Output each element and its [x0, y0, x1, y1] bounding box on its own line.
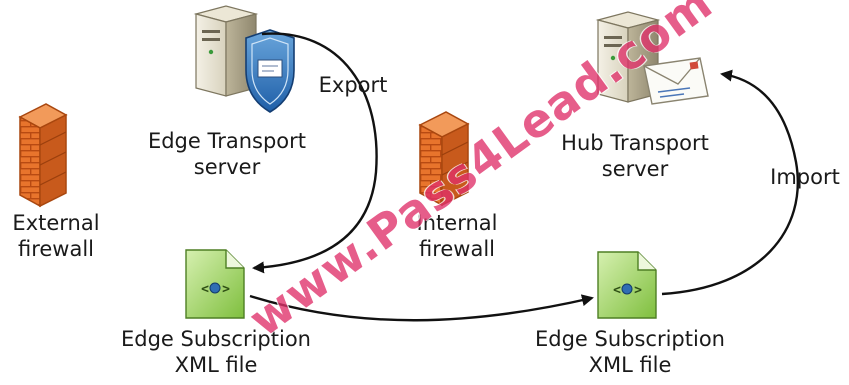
internal-firewall-label-line1: Internal: [416, 211, 498, 235]
import-arrow: [661, 69, 799, 296]
xml-file-right-label-line2: XML file: [588, 353, 672, 377]
internal-firewall-icon: [418, 111, 470, 207]
xml-file-left-label-line1: Edge Subscription: [120, 327, 311, 351]
export-arrow: [252, 32, 378, 274]
xml-file-left-label-line2: XML file: [174, 353, 258, 377]
hub-transport-label: Hub Transport server: [550, 130, 720, 182]
certificate-shield-icon: [245, 29, 295, 113]
internal-firewall-label: Internal firewall: [398, 210, 516, 262]
envelope-icon: [643, 57, 709, 105]
import-label: Import: [762, 164, 848, 190]
hub-transport-label-line2: server: [601, 157, 669, 181]
svg-text:>: >: [222, 282, 230, 297]
xml-file-right-label-line1: Edge Subscription: [534, 327, 725, 351]
external-firewall-label-line1: External: [12, 211, 100, 235]
svg-text:>: >: [634, 283, 642, 298]
external-firewall-label: External firewall: [0, 210, 112, 262]
edge-transport-label-line2: server: [193, 155, 261, 179]
xml-file-left-label: Edge Subscription XML file: [108, 326, 324, 378]
external-firewall-label-line2: firewall: [17, 237, 95, 261]
xml-file-icon-left: < < >: [185, 249, 245, 319]
edge-transport-label-line1: Edge Transport: [147, 129, 307, 153]
svg-text:<: <: [201, 282, 209, 297]
xml-file-icon-right: < >: [597, 251, 657, 319]
internal-firewall-label-line2: firewall: [418, 237, 496, 261]
export-label-text: Export: [318, 73, 388, 97]
hub-transport-label-line1: Hub Transport: [561, 131, 709, 155]
export-label: Export: [308, 72, 398, 98]
external-firewall-icon: [18, 103, 68, 208]
import-label-text: Import: [770, 165, 840, 189]
edge-transport-label: Edge Transport server: [132, 128, 322, 180]
transfer-arrow: [249, 294, 594, 322]
xml-file-right-label: Edge Subscription XML file: [522, 326, 738, 378]
svg-text:<: <: [613, 283, 621, 298]
